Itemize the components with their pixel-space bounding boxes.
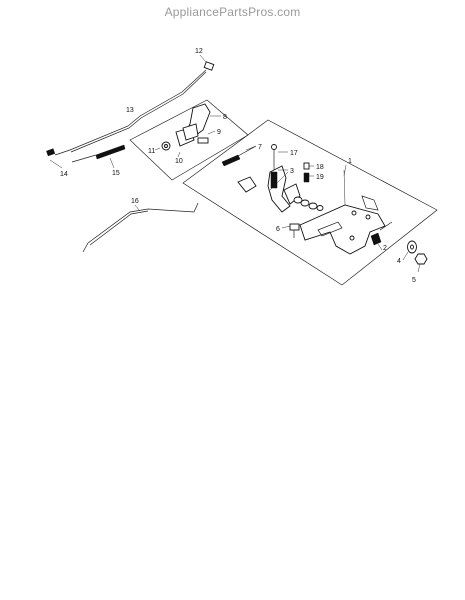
screw-icon (197, 130, 216, 144)
clip-part-icon (199, 54, 215, 71)
spring-icon (71, 144, 126, 169)
callout-label: 17 (290, 150, 298, 157)
callout-label: 9 (217, 129, 221, 136)
callout-label: 4 (397, 258, 401, 265)
spring-icon (221, 145, 257, 167)
callout-label: 18 (316, 164, 324, 171)
callout-label: 12 (195, 48, 203, 55)
washer-icon (154, 141, 181, 158)
governor-bracket-icon (237, 165, 301, 213)
spring-icon (370, 221, 393, 251)
callout-label: 10 (175, 158, 183, 165)
callout-label: 7 (258, 144, 262, 151)
main-assembly-panel (182, 119, 438, 286)
callout-label: 13 (126, 107, 134, 114)
callout-label: 2 (383, 245, 387, 252)
site-watermark: AppliancePartsPros.com (164, 5, 301, 19)
throttle-lever-icon (175, 103, 221, 147)
callout-label: 8 (223, 114, 227, 121)
callout-label: 19 (316, 174, 324, 181)
lower-rod-icon (82, 202, 199, 253)
washer-icon (402, 240, 417, 261)
callout-label: 15 (112, 170, 120, 177)
callout-label: 5 (412, 277, 416, 284)
callout-label: 6 (276, 226, 280, 233)
nut-icon (414, 253, 428, 273)
callout-label: 16 (131, 198, 139, 205)
small-screw-icon (303, 162, 314, 183)
washer-icon (293, 196, 324, 211)
screw-icon (281, 223, 300, 238)
callout-label: 3 (290, 168, 294, 175)
callout-label: 1 (348, 158, 352, 165)
cable-rod-icon (54, 69, 207, 156)
throttle-bracket-assembly-icon (299, 169, 386, 255)
screw-icon (270, 144, 288, 189)
ferrule-part-icon (46, 148, 63, 169)
callout-label: 14 (60, 171, 68, 178)
callout-label: 11 (148, 148, 155, 155)
